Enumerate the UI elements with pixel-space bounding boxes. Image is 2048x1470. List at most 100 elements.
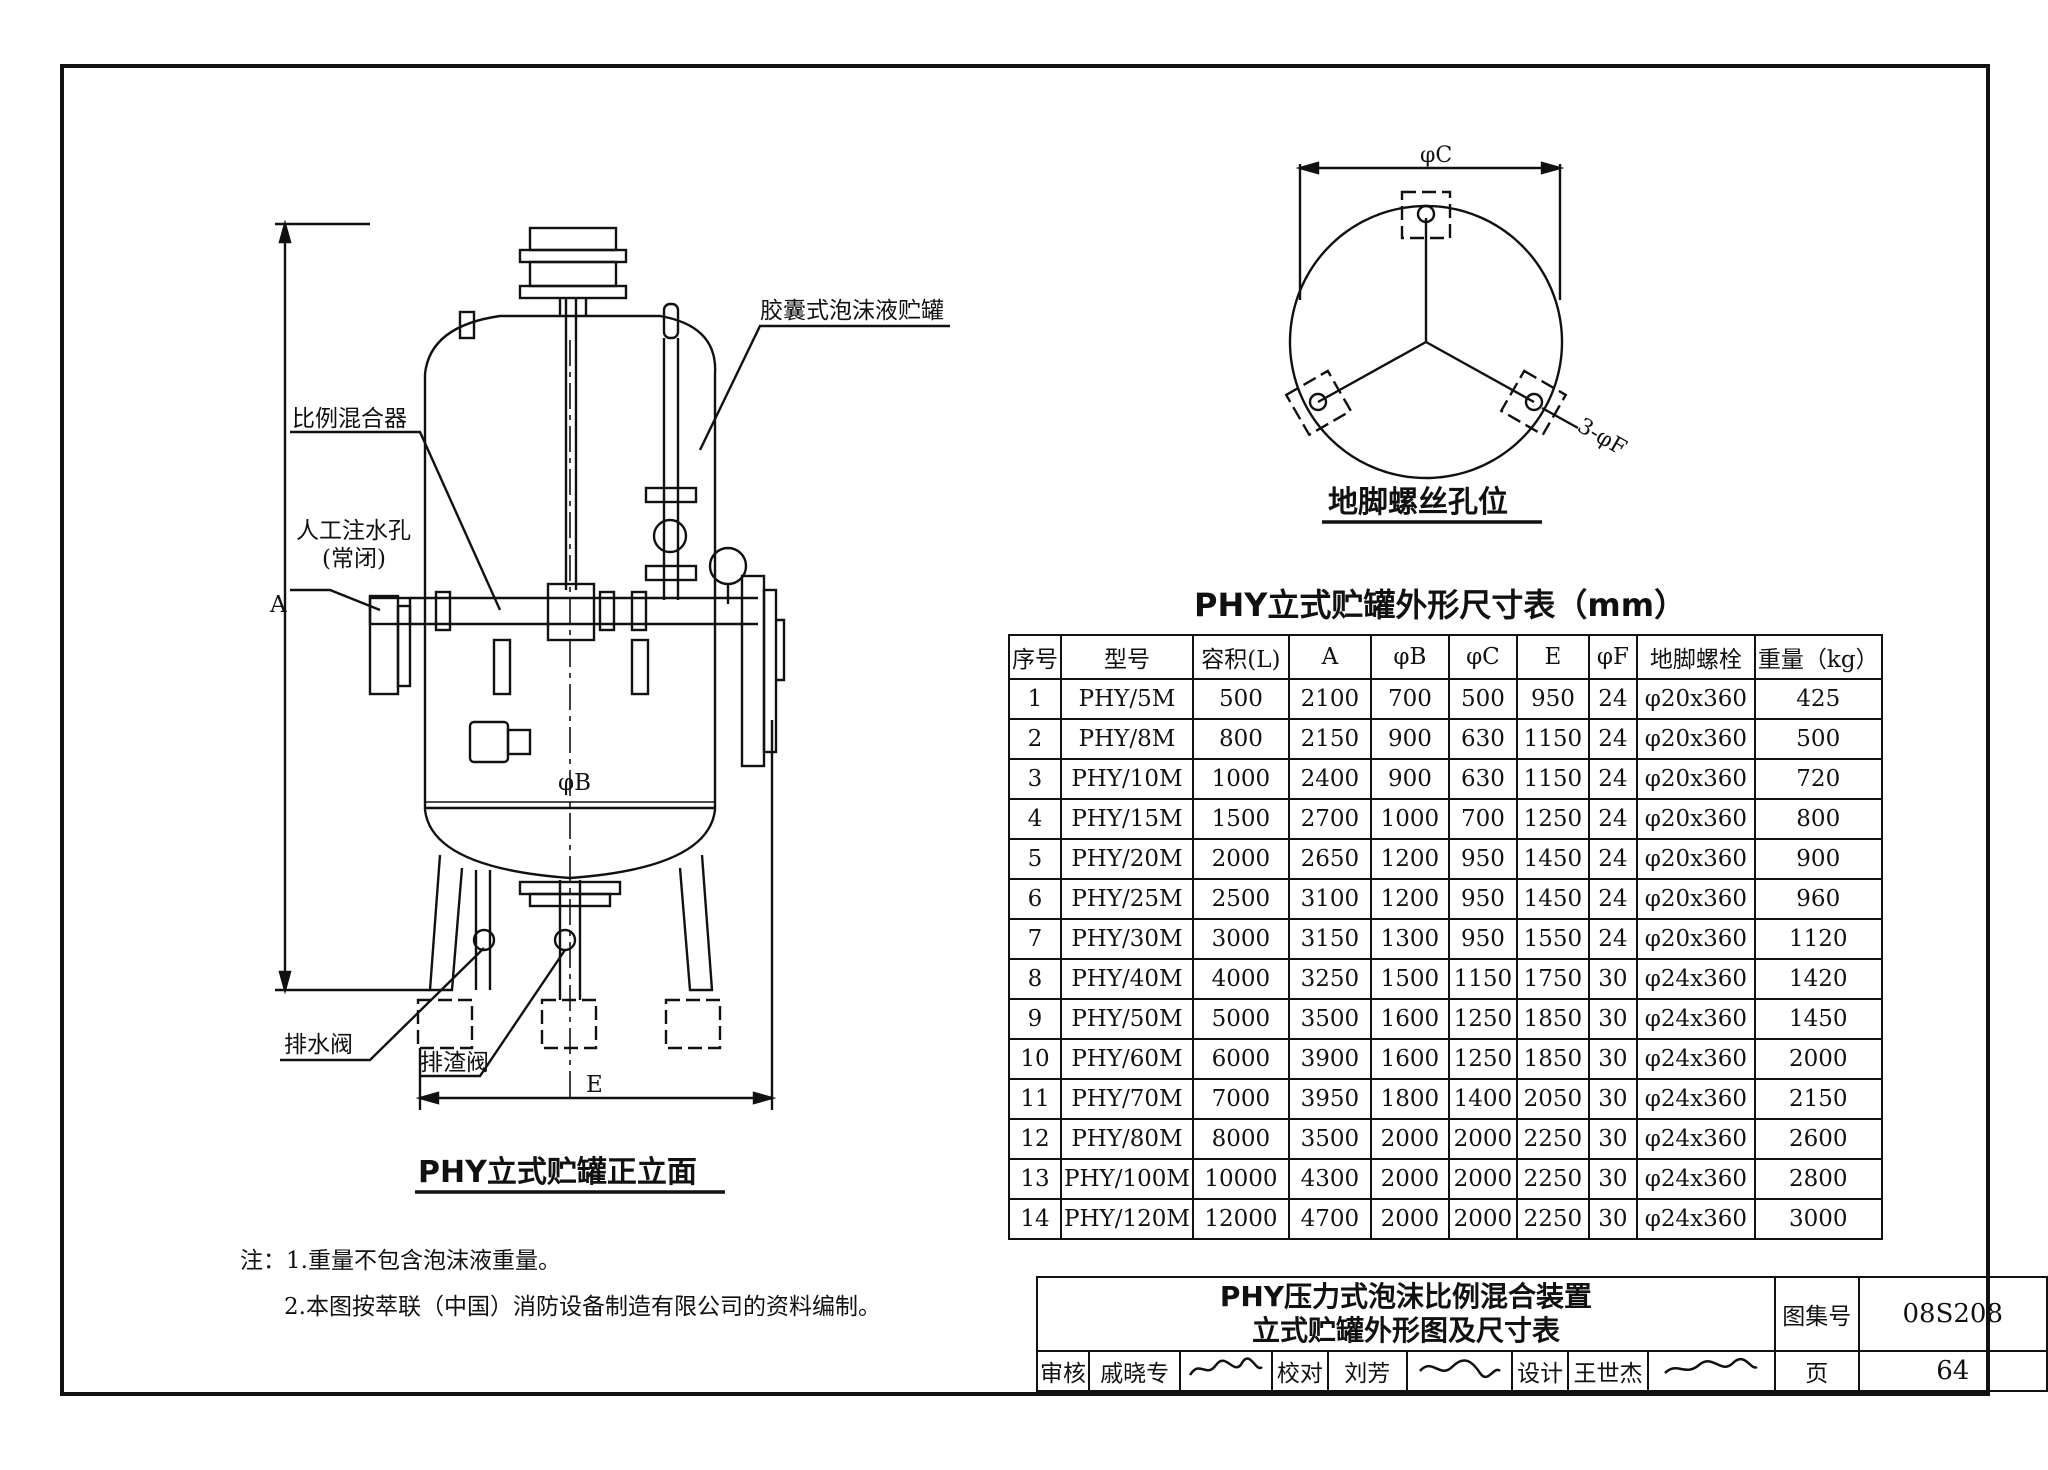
table-cell: 960	[1753, 878, 1883, 920]
table-cell: 2150	[1287, 718, 1372, 760]
table-cell: 2000	[1369, 1198, 1450, 1240]
table-cell: φ24x360	[1635, 1078, 1756, 1120]
notes-prefix: 注：	[240, 1248, 286, 1274]
table-cell: 720	[1753, 758, 1883, 800]
note-item: 1.重量不包含泡沫液重量。	[286, 1248, 561, 1274]
table-cell: 14	[1008, 1198, 1062, 1240]
table-cell: 2700	[1287, 798, 1372, 840]
table-cell: PHY/70M	[1060, 1078, 1194, 1120]
table-cell: φ20x360	[1635, 918, 1756, 960]
dimension-c-label: φC	[1420, 143, 1452, 168]
table-cell: 1200	[1369, 878, 1450, 920]
column-header: A	[1287, 634, 1372, 680]
table-cell: 10	[1008, 1038, 1062, 1080]
atlas-label: 图集号	[1773, 1276, 1860, 1352]
spec-table-title: PHY立式贮罐外形尺寸表（mm）	[1194, 586, 1687, 624]
table-cell: 1800	[1369, 1078, 1450, 1120]
table-cell: 3900	[1287, 1038, 1372, 1080]
table-cell: 24	[1587, 838, 1638, 880]
notes: 注：1.重量不包含泡沫液重量。 2.本图按萃联（中国）消防设备制造有限公司的资料…	[240, 1238, 881, 1330]
table-cell: 4	[1008, 798, 1062, 840]
table-cell: 3950	[1287, 1078, 1372, 1120]
table-cell: 1450	[1753, 998, 1883, 1040]
table-cell: 1150	[1447, 958, 1518, 1000]
table-cell: 30	[1587, 1118, 1638, 1160]
table-cell: 900	[1369, 758, 1450, 800]
table-cell: 1450	[1515, 878, 1590, 920]
table-cell: φ24x360	[1635, 958, 1756, 1000]
table-cell: 1850	[1515, 1038, 1590, 1080]
design-label: 设计	[1511, 1350, 1570, 1392]
table-cell: 1250	[1447, 1038, 1518, 1080]
check-label: 校对	[1271, 1350, 1329, 1392]
table-cell: 2250	[1515, 1198, 1590, 1240]
table-cell: 2000	[1369, 1158, 1450, 1200]
table-cell: 2650	[1287, 838, 1372, 880]
table-cell: 5000	[1191, 998, 1290, 1040]
designer-signature	[1646, 1350, 1776, 1392]
table-cell: 1120	[1753, 918, 1883, 960]
table-cell: 30	[1587, 1038, 1638, 1080]
atlas-number: 08S208	[1857, 1276, 2048, 1352]
table-cell: 4000	[1191, 958, 1290, 1000]
table-cell: 24	[1587, 758, 1638, 800]
table-cell: 2250	[1515, 1158, 1590, 1200]
table-cell: 2600	[1753, 1118, 1883, 1160]
table-cell: 7	[1008, 918, 1062, 960]
column-header: 序号	[1008, 634, 1062, 680]
table-cell: 500	[1753, 718, 1883, 760]
table-cell: 1400	[1447, 1078, 1518, 1120]
title-line-1: PHY压力式泡沫比例混合装置	[1219, 1280, 1593, 1313]
column-header: 容积(L)	[1191, 634, 1290, 680]
table-cell: φ24x360	[1635, 998, 1756, 1040]
table-cell: φ24x360	[1635, 1158, 1756, 1200]
dimension-a-label: A	[269, 592, 287, 618]
table-cell: 2150	[1753, 1078, 1883, 1120]
table-cell: φ20x360	[1635, 798, 1756, 840]
table-cell: 1850	[1515, 998, 1590, 1040]
table-cell: 24	[1587, 918, 1638, 960]
table-cell: 9	[1008, 998, 1062, 1040]
table-cell: 2000	[1753, 1038, 1883, 1080]
table-cell: 1150	[1515, 758, 1590, 800]
note-item: 2.本图按萃联（中国）消防设备制造有限公司的资料编制。	[284, 1294, 881, 1320]
page-number: 64	[1857, 1350, 2048, 1392]
table-cell: 30	[1587, 958, 1638, 1000]
table-cell: 4300	[1287, 1158, 1372, 1200]
table-cell: 1750	[1515, 958, 1590, 1000]
table-cell: 2400	[1287, 758, 1372, 800]
table-cell: 425	[1753, 678, 1883, 720]
table-cell: 13	[1008, 1158, 1062, 1200]
table-cell: PHY/8M	[1060, 718, 1194, 760]
table-cell: 2000	[1447, 1158, 1518, 1200]
table-cell: 2100	[1287, 678, 1372, 720]
table-cell: 1150	[1515, 718, 1590, 760]
table-cell: 500	[1191, 678, 1290, 720]
table-cell: 24	[1587, 678, 1638, 720]
bolt-plan-title: 地脚螺丝孔位	[1328, 485, 1508, 520]
table-cell: 12	[1008, 1118, 1062, 1160]
table-cell: 2000	[1191, 838, 1290, 880]
dimension-b-label: φB	[558, 770, 591, 796]
table-cell: 900	[1369, 718, 1450, 760]
table-cell: 630	[1447, 758, 1518, 800]
mixer-label: 比例混合器	[292, 406, 407, 432]
table-cell: φ20x360	[1635, 678, 1756, 720]
elevation-title: PHY立式贮罐正立面	[418, 1155, 697, 1190]
table-cell: 3	[1008, 758, 1062, 800]
table-cell: 500	[1447, 678, 1518, 720]
table-cell: 12000	[1191, 1198, 1290, 1240]
reviewer-signature	[1179, 1350, 1274, 1392]
table-cell: PHY/30M	[1060, 918, 1194, 960]
